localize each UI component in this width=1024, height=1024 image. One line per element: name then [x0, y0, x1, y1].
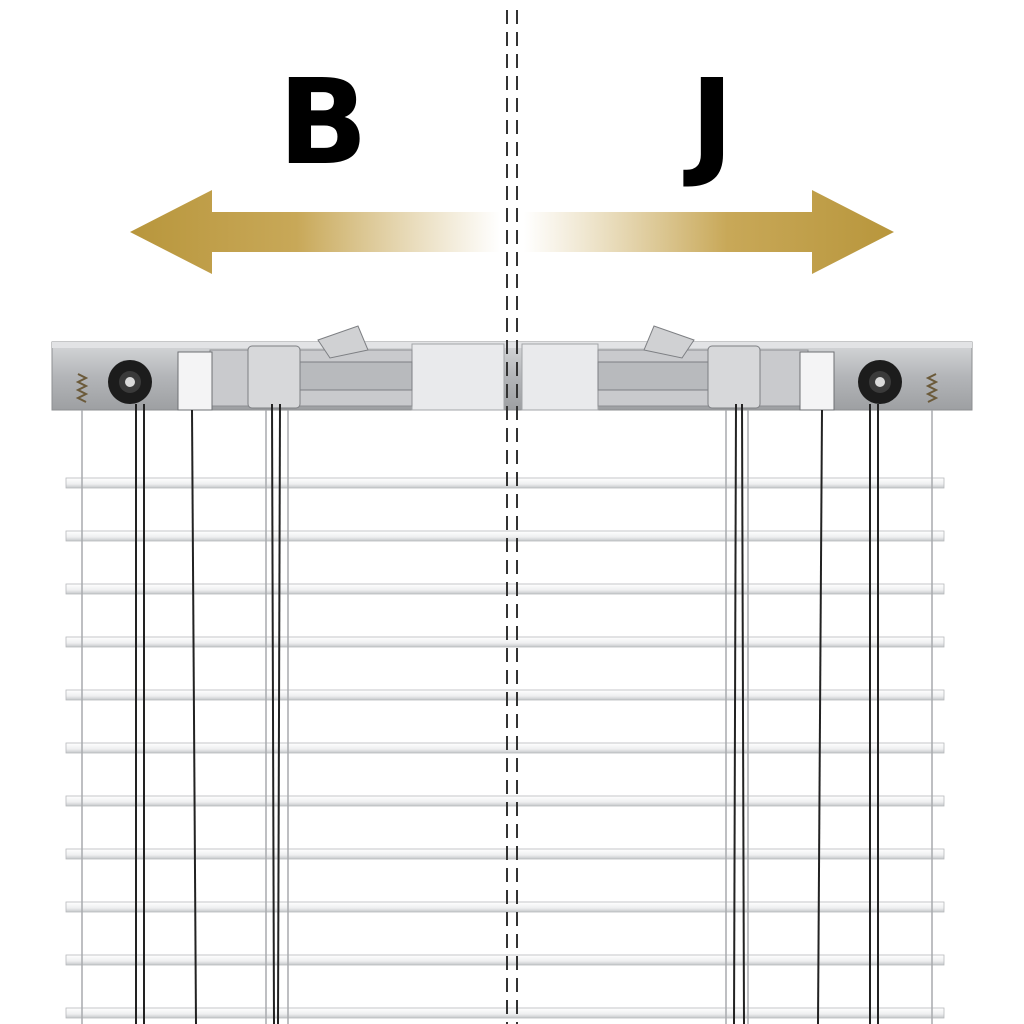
slat	[65, 901, 945, 913]
arrow-left-icon	[130, 190, 500, 274]
spring-icon	[925, 373, 939, 403]
slat	[65, 477, 945, 489]
left-side-label: B	[278, 53, 368, 191]
slat	[65, 742, 945, 754]
slat	[65, 689, 945, 701]
headrail	[51, 325, 973, 411]
cord-spool-icon	[858, 360, 902, 404]
ladder-strings	[81, 410, 933, 1024]
arrow-right-icon	[524, 190, 894, 274]
slat	[65, 530, 945, 542]
right-side-label: J	[690, 53, 734, 191]
lift-cords	[135, 403, 879, 1024]
slats	[65, 477, 945, 1019]
slat	[65, 795, 945, 807]
cord-spool-icon	[108, 360, 152, 404]
slat	[65, 636, 945, 648]
spring-icon	[75, 373, 89, 403]
slat	[65, 1007, 945, 1019]
center-divider	[506, 10, 518, 1024]
slat	[65, 583, 945, 595]
slat	[65, 954, 945, 966]
slat	[65, 848, 945, 860]
